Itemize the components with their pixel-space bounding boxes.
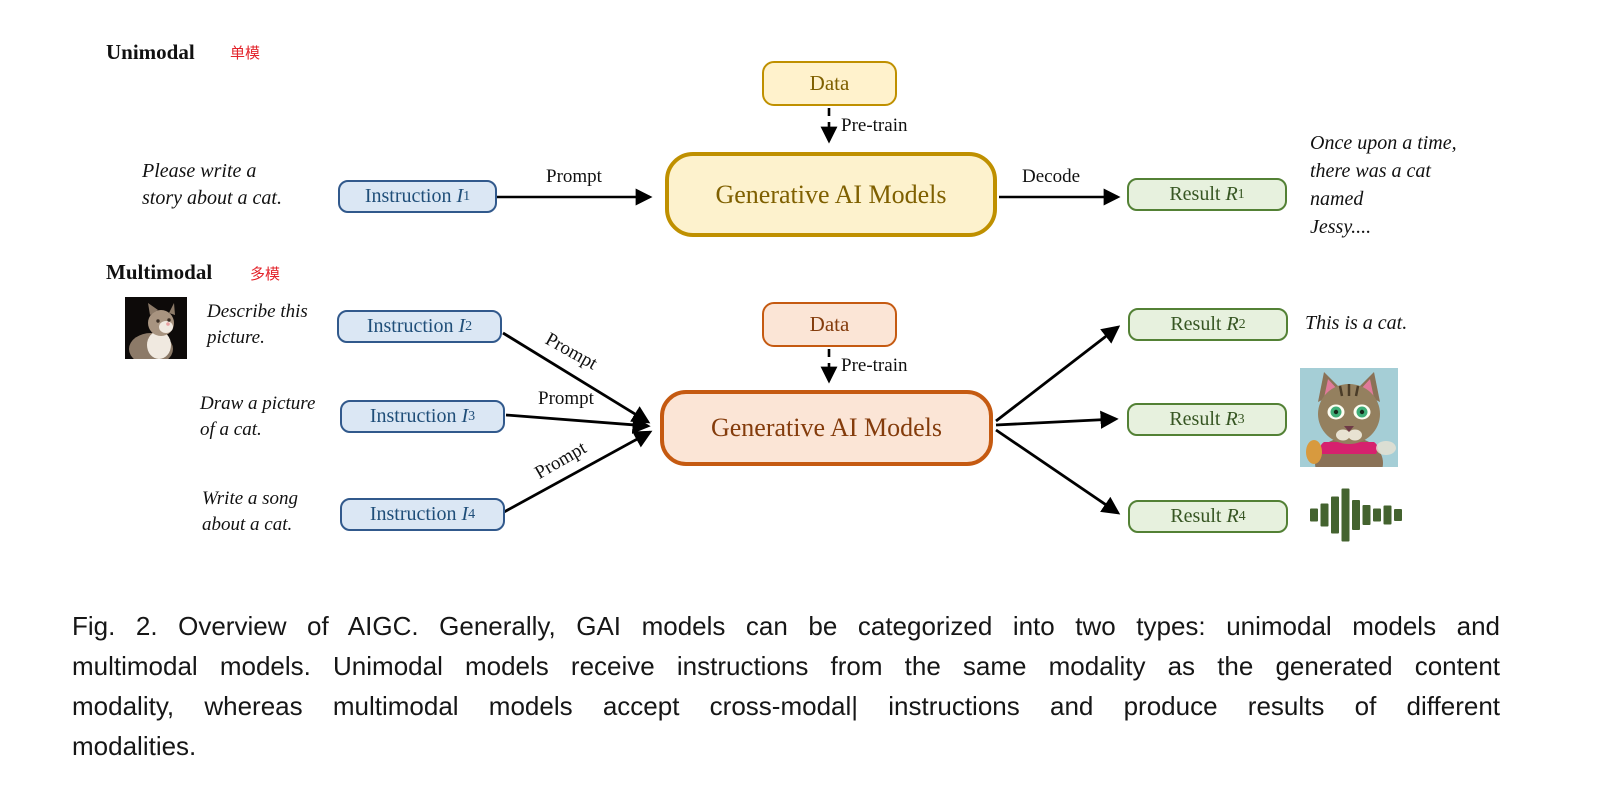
instruction-2-symbol: I bbox=[458, 315, 466, 337]
multimodal-input-text-3: Write a song about a cat. bbox=[202, 486, 298, 538]
unimodal-output-line2: there was a cat bbox=[1310, 160, 1431, 182]
multimodal-input-text-2: Draw a picture of a cat. bbox=[200, 391, 315, 443]
generative-model-box-unimodal: Generative AI Models bbox=[665, 152, 997, 237]
result-1-symbol: R bbox=[1225, 183, 1238, 205]
instruction-1-subscript: 1 bbox=[463, 188, 471, 204]
multimodal-input-3-line2: about a cat. bbox=[202, 514, 293, 535]
prompt-arrow-label-4: Prompt bbox=[531, 437, 591, 484]
decode-arrow-label: Decode bbox=[1022, 166, 1081, 187]
prompt-arrow-label-unimodal: Prompt bbox=[546, 166, 602, 187]
multimodal-input-text-1: Describe this picture. bbox=[207, 299, 308, 351]
multimodal-input-2-line2: of a cat. bbox=[200, 419, 262, 440]
pretrain-label-unimodal: Pre-train bbox=[841, 115, 908, 136]
instruction-1-symbol: I bbox=[456, 185, 464, 207]
result-3-subscript: 3 bbox=[1237, 411, 1245, 427]
unimodal-section-label: Unimodal bbox=[106, 40, 195, 64]
instruction-4-label: Instruction bbox=[369, 503, 457, 525]
multimodal-input-3-line1: Write a song bbox=[202, 488, 299, 509]
instruction-3-label: Instruction bbox=[369, 405, 457, 427]
caption-line-2: multimodal models. Unimodal models recei… bbox=[72, 651, 1500, 681]
unimodal-output-line3: named bbox=[1310, 188, 1364, 210]
unimodal-output-text: Once upon a time, there was a cat named … bbox=[1310, 129, 1457, 241]
figure-caption: Fig. 2. Overview of AIGC. Generally, GAI… bbox=[72, 606, 1500, 766]
instruction-2-label: Instruction bbox=[366, 315, 454, 337]
unimodal-input-line1: Please write a bbox=[142, 160, 257, 182]
multimodal-input-2-line1: Draw a picture bbox=[200, 393, 316, 414]
result-3-label: Result bbox=[1169, 408, 1221, 430]
pretrain-label-multimodal: Pre-train bbox=[841, 355, 908, 376]
prompt-arrow-label-3: Prompt bbox=[538, 388, 594, 409]
audio-waveform-icon bbox=[1310, 488, 1402, 542]
unimodal-annotation-zh: 单模 bbox=[230, 44, 261, 62]
multimodal-input-1-line1: Describe this bbox=[207, 301, 308, 322]
instruction-3-subscript: 3 bbox=[468, 408, 476, 424]
unimodal-input-text: Please write a story about a cat. bbox=[142, 158, 282, 212]
result-4-symbol: R bbox=[1226, 505, 1239, 527]
cat-photo bbox=[125, 297, 187, 359]
multimodal-section-label: Multimodal bbox=[106, 260, 213, 284]
result-2-label: Result bbox=[1170, 313, 1222, 335]
instruction-1-label: Instruction bbox=[364, 185, 452, 207]
result-4-subscript: 4 bbox=[1238, 508, 1246, 524]
instruction-3-symbol: I bbox=[461, 405, 469, 427]
generative-model-box-multimodal: Generative AI Models bbox=[660, 390, 993, 466]
unimodal-output-line4: Jessy.... bbox=[1310, 216, 1372, 238]
instruction-4-symbol: I bbox=[461, 503, 469, 525]
unimodal-input-line2: story about a cat. bbox=[142, 187, 282, 209]
prompt-arrow-label-2: Prompt bbox=[541, 328, 601, 375]
result-3-symbol: R bbox=[1225, 408, 1238, 430]
multimodal-annotation-zh: 多模 bbox=[250, 265, 281, 283]
result-2-output-text: This is a cat. bbox=[1305, 312, 1408, 334]
instruction-4-subscript: 4 bbox=[468, 506, 476, 522]
result-1-subscript: 1 bbox=[1237, 186, 1245, 202]
generated-cat-image bbox=[1300, 368, 1398, 467]
result-2-symbol: R bbox=[1226, 313, 1239, 335]
result-1-label: Result bbox=[1169, 183, 1221, 205]
multimodal-input-1-line2: picture. bbox=[207, 327, 265, 348]
data-box-unimodal: Data bbox=[762, 61, 897, 106]
caption-line-3: modality, whereas multimodal models acce… bbox=[72, 691, 1500, 721]
caption-line-4: modalities. bbox=[72, 731, 197, 761]
result-2-subscript: 2 bbox=[1238, 316, 1246, 332]
result-4-label: Result bbox=[1170, 505, 1222, 527]
unimodal-output-line1: Once upon a time, bbox=[1310, 132, 1457, 154]
instruction-2-subscript: 2 bbox=[465, 318, 473, 334]
data-box-multimodal: Data bbox=[762, 302, 897, 347]
caption-line-1: Fig. 2. Overview of AIGC. Generally, GAI… bbox=[72, 611, 1500, 641]
